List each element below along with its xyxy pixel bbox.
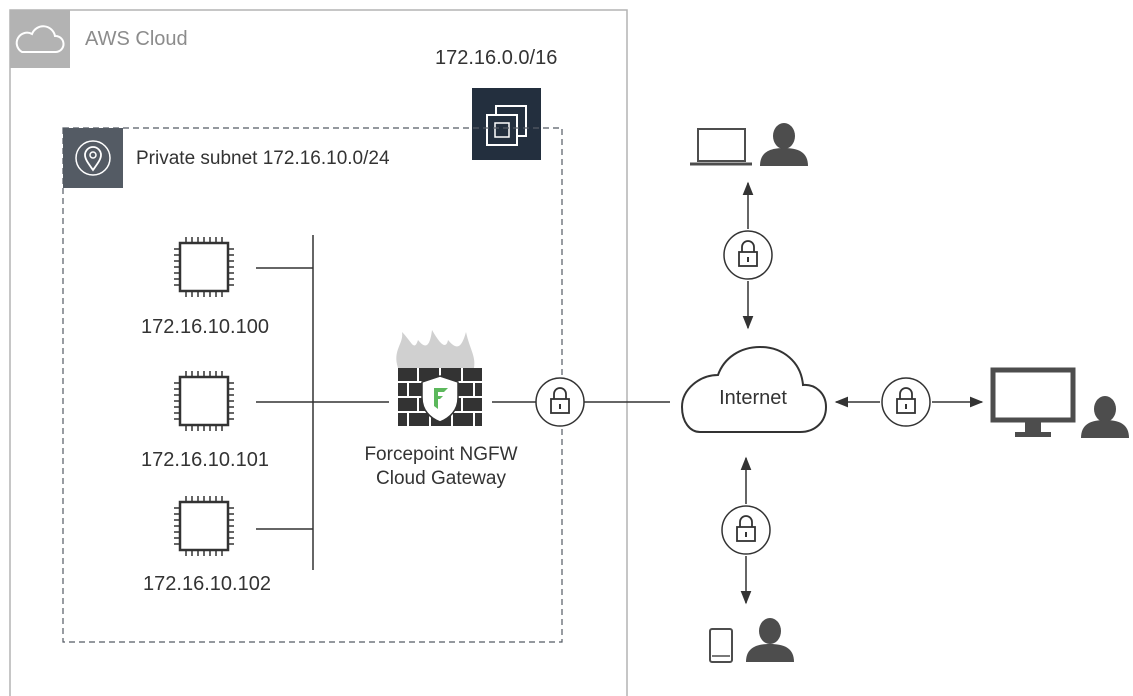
instance-chip-1 — [174, 237, 234, 297]
subnet-header — [63, 128, 123, 188]
aws-cloud-header — [10, 10, 70, 68]
instance-ip-label-2: 172.16.10.101 — [141, 449, 269, 471]
aws-cloud-label: AWS Cloud — [85, 28, 188, 50]
instance-chip-2 — [174, 371, 234, 431]
lock-icon — [723, 230, 773, 280]
vpc-icon — [472, 88, 541, 160]
subnet-bus-lines — [256, 235, 389, 570]
cloud-icon — [15, 25, 65, 53]
chip-icon — [174, 496, 234, 556]
location-pin-icon — [84, 146, 102, 172]
firewall-label-line2: Cloud Gateway — [376, 468, 506, 489]
mobile-phone-icon — [709, 628, 733, 663]
user-icon — [1081, 396, 1129, 438]
vpc-cidr-label: 172.16.0.0/16 — [435, 47, 558, 69]
lock-icon — [721, 505, 771, 555]
chip-icon — [174, 237, 234, 297]
subnet-label: Private subnet 172.16.10.0/24 — [136, 148, 390, 169]
internet-label: Internet — [719, 387, 787, 409]
user-icon — [746, 618, 794, 662]
user-icon — [760, 123, 808, 166]
instance-chip-3 — [174, 496, 234, 556]
lock-icon — [535, 377, 585, 427]
laptop-icon — [690, 128, 752, 166]
aws-cloud-container — [9, 9, 628, 696]
lock-icon — [881, 377, 931, 427]
desktop-icon — [990, 367, 1076, 437]
instance-ip-label-3: 172.16.10.102 — [143, 573, 271, 595]
firewall-label-line1: Forcepoint NGFW — [364, 444, 518, 465]
instance-ip-label-1: 172.16.10.100 — [141, 316, 269, 338]
internet-cloud-icon — [680, 345, 828, 433]
firewall-label: Forcepoint NGFW Cloud Gateway — [331, 443, 551, 491]
chip-icon — [174, 371, 234, 431]
firewall-icon — [396, 330, 482, 426]
